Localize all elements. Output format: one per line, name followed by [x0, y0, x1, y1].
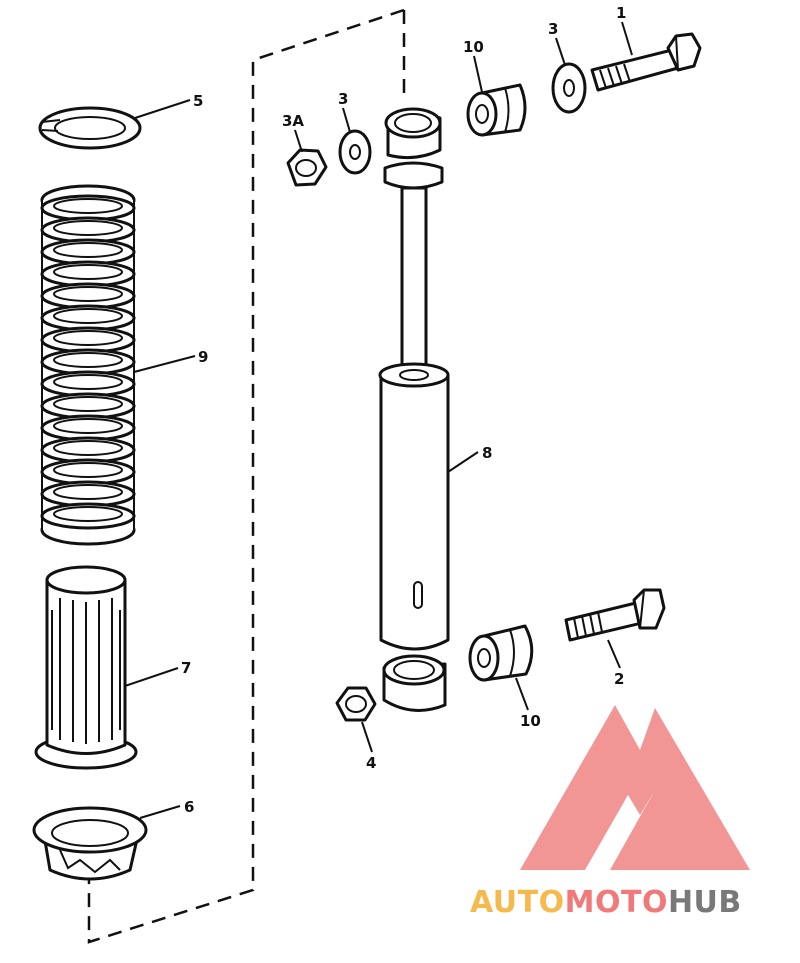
part-3a-nut: [286, 148, 328, 187]
leader-3-left: [342, 107, 351, 133]
part-10-bushing-bottom: [468, 624, 534, 682]
spring-coil-inner: [53, 352, 123, 368]
spring-coil-inner: [53, 286, 123, 302]
leader-4: [361, 721, 373, 753]
part-1-bolt: [590, 32, 702, 92]
spring-coil-inner: [53, 374, 123, 390]
callout-3a: 3A: [282, 112, 304, 130]
leader-1: [621, 21, 633, 56]
svg-text:AUTOMOTOHUB: AUTOMOTOHUB: [470, 885, 742, 920]
callout-6: 6: [184, 798, 194, 816]
callout-8: 8: [482, 444, 492, 462]
leader-5: [134, 99, 191, 119]
leader-3a: [294, 129, 303, 153]
spring-coil-inner: [53, 396, 123, 412]
callout-9: 9: [198, 348, 208, 366]
callout-3-nut-washer: 3: [338, 90, 348, 108]
callout-10-top: 10: [463, 38, 484, 56]
leader-10-top: [473, 55, 483, 93]
watermark-logo-icon: [520, 705, 750, 870]
part-7-sleeve: [34, 565, 138, 770]
automotohub-watermark: AUTOMOTOHUB: [470, 705, 750, 920]
leader-7: [124, 667, 179, 687]
spring-coil-inner: [53, 220, 123, 236]
watermark-text-hub: HUB: [668, 885, 742, 920]
spring-coil-inner: [53, 264, 123, 280]
assembly-boundary-dashed: [87, 8, 406, 944]
leader-9: [133, 355, 196, 373]
part-8-shock-absorber: [378, 107, 450, 712]
callout-2: 2: [614, 670, 624, 688]
leader-6: [139, 805, 181, 819]
part-2-bolt: [564, 588, 666, 642]
spring-coil-inner: [53, 330, 123, 346]
leader-2: [607, 639, 621, 669]
part-5-spring-retainer: [38, 106, 142, 150]
spring-coil-inner: [53, 418, 123, 434]
callout-3-bolt-washer: 3: [548, 20, 558, 38]
part-3-washer-right: [551, 62, 587, 114]
spring-coil-inner: [53, 506, 123, 522]
part-6-lower-cup: [32, 806, 148, 881]
spring-coil-inner: [53, 462, 123, 478]
leader-10-bottom: [515, 677, 529, 711]
leader-8: [447, 451, 479, 473]
part-4-nut: [335, 686, 377, 722]
watermark-text-moto: MOTO: [565, 885, 668, 920]
spring-coil-inner: [53, 440, 123, 456]
spring-coil-inner: [53, 484, 123, 500]
callout-1: 1: [616, 4, 626, 22]
spring-coil-inner: [53, 242, 123, 258]
part-3-washer-left: [338, 129, 372, 175]
callout-10-bottom: 10: [520, 712, 541, 730]
callout-5: 5: [193, 92, 203, 110]
spring-coil-inner: [53, 198, 123, 214]
part-9-coil-spring: [40, 184, 136, 546]
watermark-text-auto: AUTO: [470, 885, 565, 920]
leader-3-right: [555, 37, 566, 66]
callout-7: 7: [181, 659, 191, 677]
part-10-bushing-top: [466, 83, 527, 137]
spring-coil-inner: [53, 308, 123, 324]
callout-4: 4: [366, 754, 376, 772]
